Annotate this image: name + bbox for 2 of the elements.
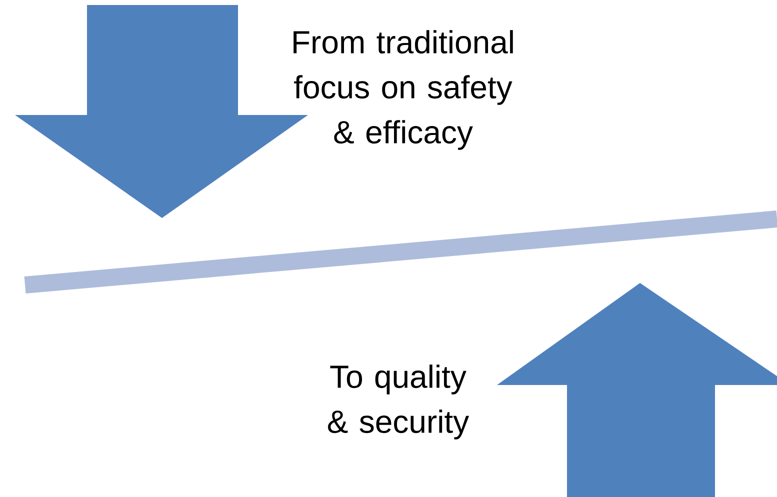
caption-text: To quality & security: [328, 364, 470, 440]
caption-text: From traditional focus on safety & efficacy: [294, 30, 513, 150]
